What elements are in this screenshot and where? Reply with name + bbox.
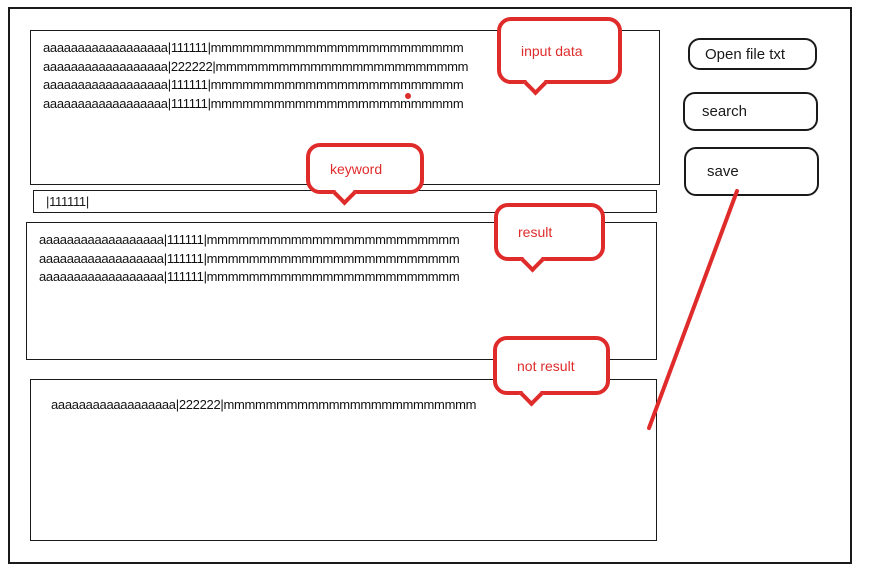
callout-result-label: result bbox=[518, 224, 553, 240]
input-data-line: aaaaaaaaaaaaaaaaaa|111111|mmmmmmmmmmmmmm… bbox=[43, 77, 464, 92]
search-button[interactable]: search bbox=[683, 92, 818, 131]
input-data-line: aaaaaaaaaaaaaaaaaa|222222|mmmmmmmmmmmmmm… bbox=[43, 58, 469, 74]
callout-keyword-label: keyword bbox=[330, 160, 383, 177]
input-data-line: aaaaaaaaaaaaaaaaaa|111111|mmmmmmmmmmmmmm… bbox=[43, 40, 464, 55]
callout-input-data: input data bbox=[497, 17, 622, 96]
result-textarea[interactable]: aaaaaaaaaaaaaaaaaa|111111|mmmmmmmmmmmmmm… bbox=[26, 222, 657, 360]
callout-not-result: not result bbox=[493, 336, 610, 407]
save-button[interactable]: save bbox=[684, 147, 819, 196]
callout-keyword: keyword bbox=[306, 143, 424, 206]
keyword-input-value: |111111| bbox=[46, 194, 89, 209]
window-frame bbox=[8, 7, 852, 564]
result-line: aaaaaaaaaaaaaaaaaa|111111|mmmmmmmmmmmmmm… bbox=[39, 232, 460, 247]
open-file-button[interactable]: Open file txt bbox=[688, 38, 817, 70]
result-line: aaaaaaaaaaaaaaaaaa|111111|mmmmmmmmmmmmmm… bbox=[39, 250, 460, 266]
input-data-line: aaaaaaaaaaaaaaaaaa|111111|mmmmmmmmmmmmmm… bbox=[43, 95, 464, 111]
not-result-textarea[interactable]: aaaaaaaaaaaaaaaaaa|222222|mmmmmmmmmmmmmm… bbox=[30, 379, 657, 541]
callout-result: result bbox=[494, 203, 605, 273]
result-line: aaaaaaaaaaaaaaaaaa|111111|mmmmmmmmmmmmmm… bbox=[39, 269, 460, 284]
callout-input-data-label: input data bbox=[521, 42, 583, 59]
callout-not-result-label: not result bbox=[517, 357, 575, 374]
not-result-line: aaaaaaaaaaaaaaaaaa|222222|mmmmmmmmmmmmmm… bbox=[51, 397, 477, 412]
